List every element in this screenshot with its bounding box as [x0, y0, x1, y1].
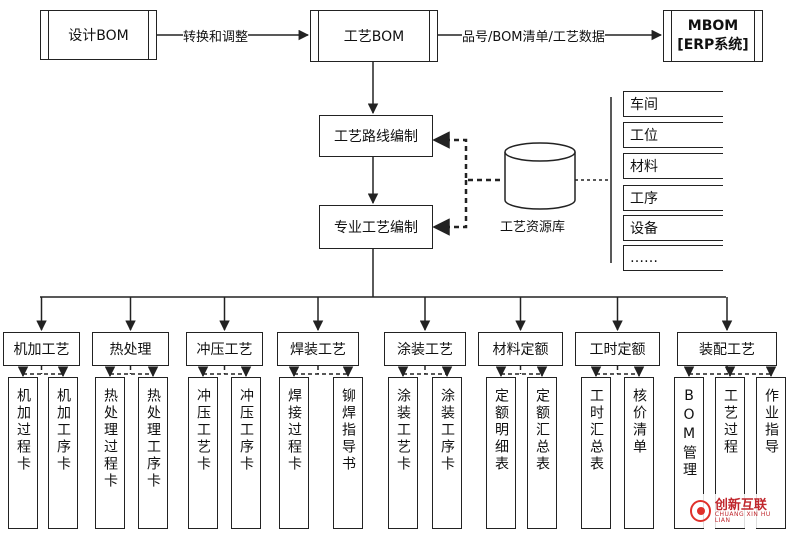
document-card: 核价清单: [624, 377, 654, 529]
document-label: 工艺过程: [722, 388, 738, 456]
category-label: 工时定额: [589, 342, 646, 358]
item-bom-data-label: 品号/BOM清单/工艺数据: [462, 26, 605, 45]
document-label: 热处理工序卡: [145, 388, 161, 490]
route-planning-box: 工艺路线编制: [319, 115, 433, 157]
database-icon: [504, 142, 576, 210]
design-bom-label: 设计BOM: [68, 28, 129, 44]
document-card: 涂装工艺卡: [388, 377, 418, 529]
document-label: 核价清单: [631, 388, 647, 456]
category-box: 机加工艺: [3, 332, 80, 366]
mbom-label: MBOM: [687, 18, 739, 34]
document-card: 机加过程卡: [8, 377, 38, 529]
document-label: 冲压工艺卡: [195, 388, 211, 473]
process-bom-label: 工艺BOM: [343, 29, 405, 45]
erp-system-label: [ERP系统]: [677, 37, 749, 53]
mbom-box: MBOM [ERP系统]: [663, 10, 763, 62]
document-card: 热处理过程卡: [95, 377, 125, 529]
category-label: 热处理: [109, 342, 152, 358]
document-label: 机加过程卡: [15, 388, 31, 473]
category-box: 热处理: [92, 332, 169, 366]
special-process-label: 专业工艺编制: [334, 220, 418, 236]
document-card: 冲压工艺卡: [188, 377, 218, 529]
document-label: 机加工序卡: [55, 388, 71, 473]
category-box: 工时定额: [575, 332, 660, 366]
design-bom-box: 设计BOM: [40, 10, 157, 60]
category-label: 涂装工艺: [397, 342, 453, 358]
category-box: 装配工艺: [677, 332, 777, 366]
document-label: 铆焊指导书: [340, 388, 356, 473]
special-process-box: 专业工艺编制: [319, 205, 433, 249]
document-label: 定额明细表: [493, 388, 509, 473]
document-card: 工时汇总表: [581, 377, 611, 529]
document-card: 冲压工序卡: [231, 377, 261, 529]
category-box: 材料定额: [478, 332, 563, 366]
document-label: BOM管理: [681, 388, 697, 479]
document-label: 作业指导: [763, 388, 779, 456]
route-planning-label: 工艺路线编制: [334, 129, 418, 145]
document-card: 机加工序卡: [48, 377, 78, 529]
document-card: 热处理工序卡: [138, 377, 168, 529]
resource-db-label: 工艺资源库: [500, 220, 566, 235]
category-label: 装配工艺: [699, 342, 755, 358]
watermark-icon: [690, 500, 711, 522]
watermark-en: CHUANG XIN HU LIAN: [714, 510, 771, 524]
category-label: 机加工艺: [13, 342, 70, 358]
document-label: 涂装工序卡: [439, 388, 455, 473]
document-label: 工时汇总表: [588, 388, 604, 473]
document-label: 定额汇总表: [534, 388, 550, 473]
resource-item: ……: [623, 245, 723, 271]
resource-item: 工位: [623, 122, 723, 148]
document-label: 涂装工艺卡: [395, 388, 411, 473]
document-label: 热处理过程卡: [102, 388, 118, 490]
category-box: 冲压工艺: [186, 332, 263, 366]
process-bom-box: 工艺BOM: [310, 10, 438, 62]
resource-item: 设备: [623, 215, 723, 241]
document-card: 定额汇总表: [527, 377, 557, 529]
document-label: 冲压工序卡: [238, 388, 254, 473]
category-box: 涂装工艺: [384, 332, 466, 366]
watermark-cn: 创新互联: [714, 497, 767, 513]
resource-item: 车间: [623, 91, 723, 117]
document-card: 定额明细表: [486, 377, 516, 529]
convert-adjust-label: 转换和调整: [183, 26, 249, 45]
category-label: 冲压工艺: [196, 342, 253, 358]
category-box: 焊装工艺: [277, 332, 359, 366]
document-card: 涂装工序卡: [432, 377, 462, 529]
document-card: 焊接过程卡: [279, 377, 309, 529]
category-label: 材料定额: [492, 342, 549, 358]
watermark-logo: 创新互联 CHUANG XIN HU LIAN: [690, 494, 784, 528]
category-label: 焊装工艺: [290, 342, 346, 358]
document-card: 铆焊指导书: [333, 377, 363, 529]
resource-item: 材料: [623, 153, 723, 179]
resource-item: 工序: [623, 185, 723, 211]
document-label: 焊接过程卡: [286, 388, 302, 473]
